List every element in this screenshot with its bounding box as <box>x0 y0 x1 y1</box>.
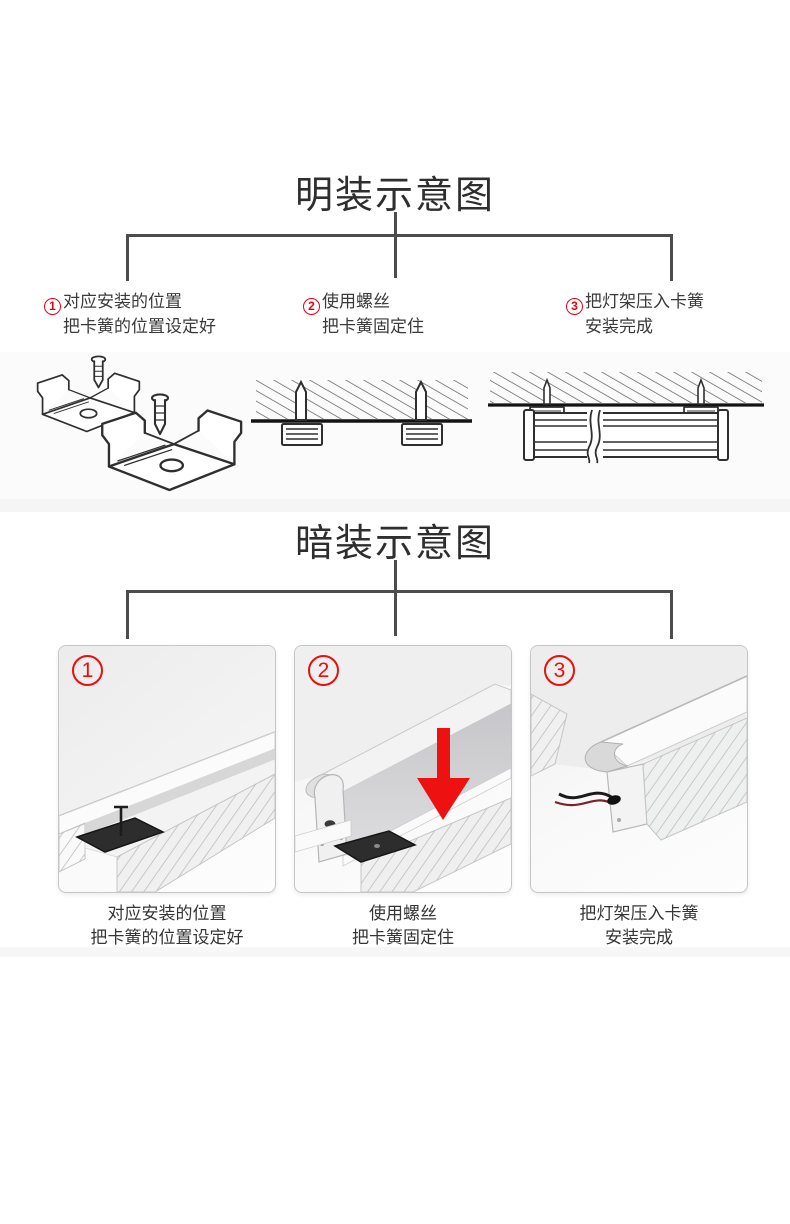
panel-step-3-photo: 3 <box>530 645 748 893</box>
bottom-divider-band <box>0 947 790 957</box>
panel-step-1-photo: 1 <box>58 645 276 893</box>
panel-step-2-photo: 2 <box>294 645 512 893</box>
fixture-pressed-into-clips-illustration <box>488 372 764 464</box>
bracket-bar <box>126 590 673 639</box>
step-number-badge: 1 <box>44 297 61 315</box>
step-line1: 使用螺丝 <box>322 292 390 311</box>
panel-2-caption: 使用螺丝 把卡簧固定住 <box>294 902 512 950</box>
panel-3-caption: 把灯架压入卡簧 安装完成 <box>530 902 748 950</box>
step-line1: 把灯架压入卡簧 <box>585 292 704 311</box>
recessed-mount-title: 暗装示意图 <box>294 523 495 565</box>
recessed-step2-press-fixture <box>295 646 511 892</box>
panel-1-caption: 对应安装的位置 把卡簧的位置设定好 <box>58 902 276 950</box>
step-line1: 对应安装的位置 <box>63 292 182 311</box>
bracket-bar <box>126 234 673 281</box>
ceiling-with-screwed-clips-illustration <box>251 379 472 446</box>
surface-mount-title: 明装示意图 <box>294 175 495 217</box>
step-number-badge: 2 <box>303 297 320 315</box>
caption-line2: 把卡簧的位置设定好 <box>90 928 244 947</box>
panel-number-badge: 2 <box>308 655 339 686</box>
step-line2: 安装完成 <box>585 316 653 336</box>
recessed-step3-installed-fixture <box>531 646 747 841</box>
caption-line1: 使用螺丝 <box>369 904 437 923</box>
caption-line1: 把灯架压入卡簧 <box>579 904 699 923</box>
caption-line2: 把卡簧固定住 <box>352 928 454 947</box>
step-line2: 把卡簧的位置设定好 <box>63 316 216 336</box>
section-divider-band <box>0 499 790 512</box>
panel-number-badge: 3 <box>544 655 575 686</box>
bracket-center-drop <box>394 237 397 278</box>
step-line2: 把卡簧固定住 <box>322 316 424 336</box>
spring-clips-with-screws-illustration <box>36 355 243 492</box>
bracket-stem <box>394 212 397 234</box>
caption-line1: 对应安装的位置 <box>107 904 227 923</box>
bracket-center-drop <box>394 593 397 636</box>
recessed-step1-clip-in-groove <box>59 646 275 892</box>
caption-line2: 安装完成 <box>605 928 673 947</box>
step-number-badge: 3 <box>566 297 583 315</box>
panel-number-badge: 1 <box>72 655 103 686</box>
bracket-stem <box>394 560 397 590</box>
